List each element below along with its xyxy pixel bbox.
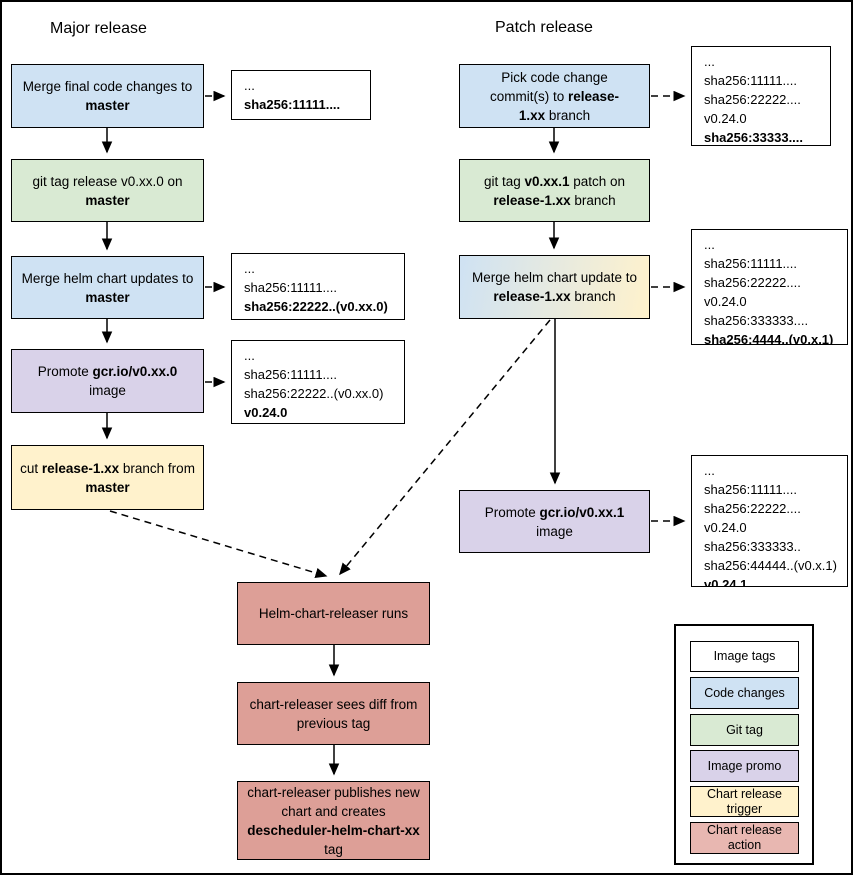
major-release-heading: Major release	[50, 20, 147, 37]
node-label: Merge final code changes to master	[22, 79, 193, 113]
node-releaser-diff: chart-releaser sees diff from previous t…	[237, 682, 430, 745]
node-label: Promote gcr.io/v0.xx.1 image	[484, 504, 625, 539]
legend-label: Git tag	[726, 722, 763, 737]
node-label: git tag release v0.xx.0 on master	[32, 173, 183, 208]
node-releaser-publish: chart-releaser publishes new chart and c…	[237, 781, 430, 860]
node-label: Helm-chart-releaser runs	[258, 606, 409, 621]
node-label: Pick code change commit(s) to release-1.…	[489, 69, 620, 123]
node-merge-helm-patch: Merge helm chart update to release-1.xx …	[459, 255, 650, 319]
node-cut-branch: cut release-1.xx branch from master	[11, 445, 204, 510]
node-label: chart-releaser sees diff from previous t…	[249, 696, 418, 731]
legend-item-chart-release-trigger: Chart release trigger	[690, 786, 799, 817]
legend-item-image-tags: Image tags	[690, 641, 799, 672]
node-git-tag-patch: git tag v0.xx.1 patch on release-1.xx br…	[459, 159, 650, 222]
tagbox-major-code: ...sha256:11111....	[231, 70, 371, 120]
node-promote-major: Promote gcr.io/v0.xx.0 image	[11, 349, 204, 413]
node-releaser-runs: Helm-chart-releaser runs	[237, 582, 430, 645]
legend-item-image-promo: Image promo	[690, 750, 799, 782]
legend-item-code-changes: Code changes	[690, 677, 799, 709]
legend-item-git-tag: Git tag	[690, 714, 799, 746]
tagbox-major-helm: ...sha256:11111....sha256:22222..(v0.xx.…	[231, 253, 405, 320]
patch-release-heading: Patch release	[495, 19, 593, 36]
legend-label: Code changes	[704, 685, 785, 700]
node-pick-commits: Pick code change commit(s) to release-1.…	[459, 64, 650, 128]
tagbox-patch-code: ...sha256:11111....sha256:22222....v0.24…	[691, 46, 831, 146]
node-label: Merge helm chart updates to master	[21, 270, 194, 305]
legend-label: Image tags	[713, 649, 776, 663]
node-label: Promote gcr.io/v0.xx.0 image	[37, 364, 178, 398]
node-label: git tag v0.xx.1 patch on release-1.xx br…	[483, 173, 626, 208]
node-merge-helm-major: Merge helm chart updates to master	[11, 256, 204, 319]
node-promote-patch: Promote gcr.io/v0.xx.1 image	[459, 490, 650, 553]
node-label: chart-releaser publishes new chart and c…	[247, 784, 420, 857]
legend-label: Image promo	[707, 758, 782, 773]
node-merge-final-code: Merge final code changes to master	[11, 64, 204, 128]
legend-label: Chart release trigger	[706, 786, 783, 816]
node-label: Merge helm chart update to release-1.xx …	[471, 270, 638, 304]
legend-label: Chart release action	[706, 823, 783, 852]
dashed-arrow-trigger-from-cut-branch	[109, 510, 328, 579]
tagbox-major-promo: ...sha256:11111....sha256:22222..(v0.xx.…	[231, 340, 405, 424]
tagbox-patch-promo: ...sha256:11111....sha256:22222....v0.24…	[691, 455, 848, 587]
node-git-tag-major: git tag release v0.xx.0 on master	[11, 159, 204, 222]
node-label: cut release-1.xx branch from master	[20, 460, 195, 495]
legend-item-chart-release-action: Chart release action	[690, 822, 799, 854]
tagbox-patch-helm: ...sha256:11111....sha256:22222....v0.24…	[691, 229, 848, 345]
